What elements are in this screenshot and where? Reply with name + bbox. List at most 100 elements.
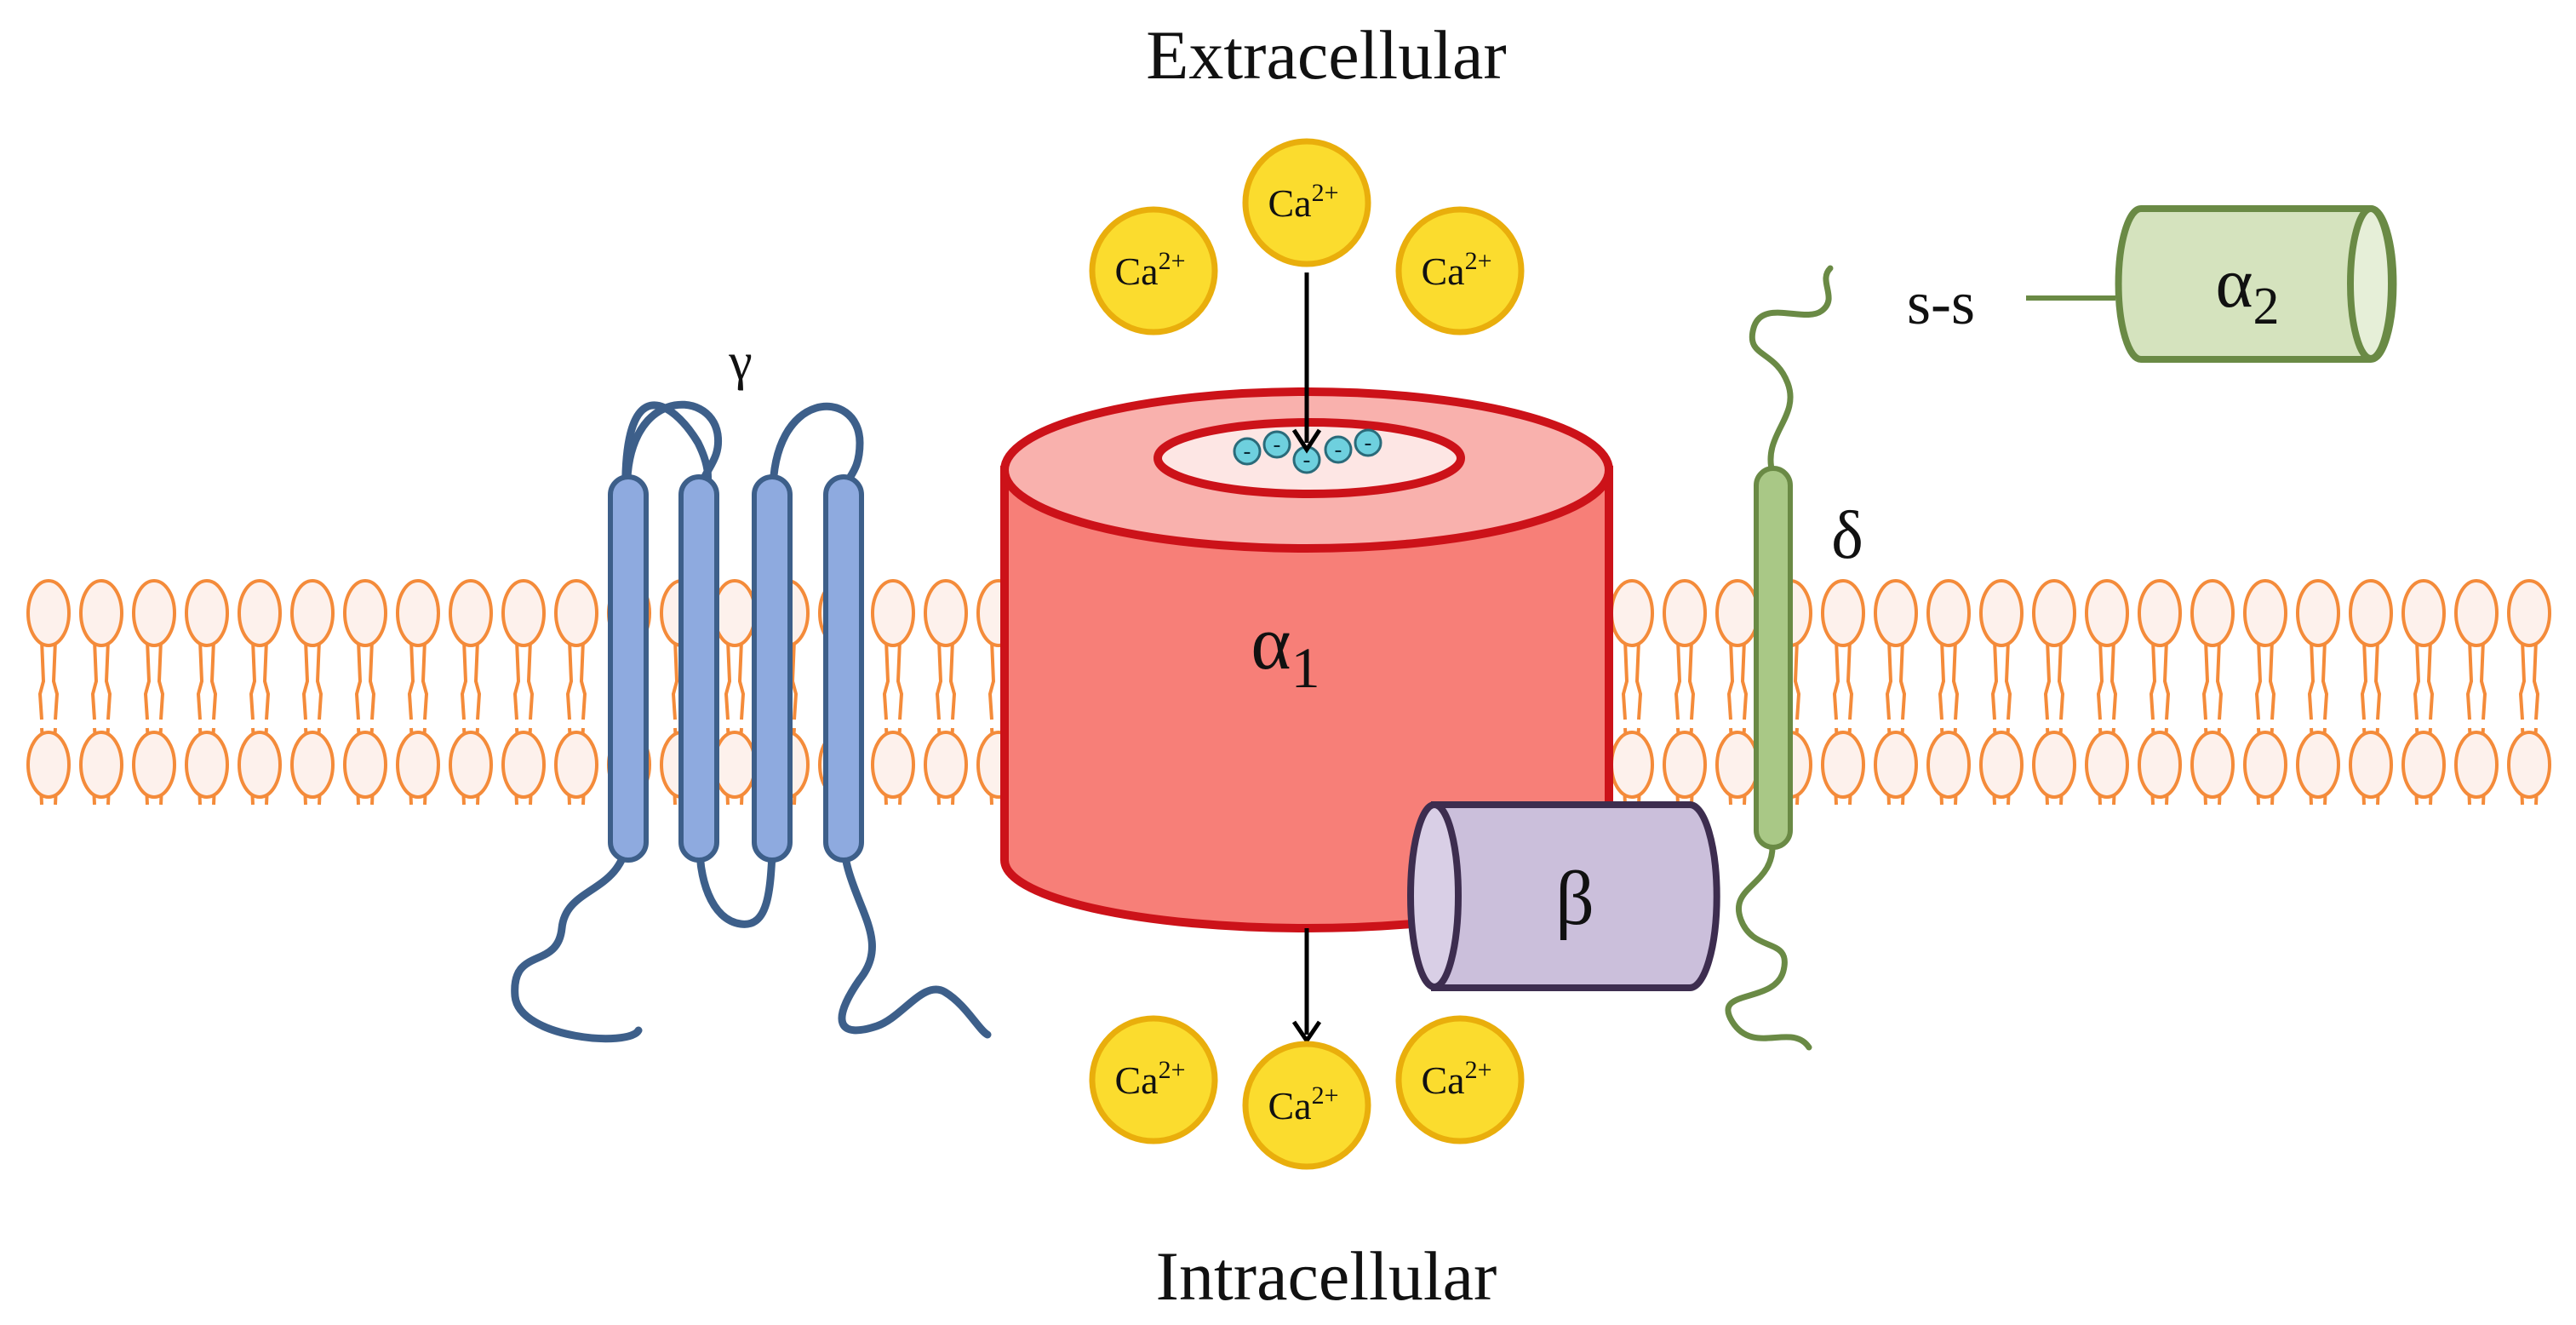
- lipid-molecule: [238, 579, 282, 806]
- lipid-head-inner: [2032, 731, 2076, 799]
- lipid-head-inner: [1821, 731, 1865, 799]
- calcium-ion-label: Ca2+: [1268, 179, 1338, 225]
- lipid-head-outer: [713, 579, 757, 647]
- delta-tails: [1725, 265, 1834, 1051]
- beta-end: [1407, 801, 1462, 990]
- calcium-ion: Ca2+: [1089, 1015, 1218, 1144]
- lipid-head-outer: [1821, 579, 1865, 647]
- lipid-molecule: [2138, 579, 2182, 806]
- lipid-molecule: [2085, 579, 2129, 806]
- gamma-subunit: γ: [511, 333, 992, 1043]
- lipid-molecule: [132, 579, 176, 806]
- lipid-head-inner: [1610, 731, 1654, 799]
- lipid-head-inner: [343, 731, 387, 799]
- gamma-helix-1: [608, 474, 649, 863]
- negative-charge-sign: -: [1364, 431, 1371, 456]
- lipid-head-inner: [26, 731, 71, 799]
- lipid-head-inner: [449, 731, 493, 799]
- lipid-head-inner: [2085, 731, 2129, 799]
- disulfide-label: s-s: [1907, 269, 1975, 337]
- lipid-molecule: [2243, 579, 2287, 806]
- lipid-head-inner: [1715, 731, 1760, 799]
- lipid-molecule: [1715, 579, 1760, 806]
- arrow-into-pore-head: [1291, 428, 1322, 454]
- negative-charge-sign: -: [1273, 433, 1280, 458]
- lipid-head-outer: [924, 579, 968, 647]
- lipid-molecule: [2349, 579, 2393, 806]
- lipid-head-inner: [924, 731, 968, 799]
- calcium-ion-label: Ca2+: [1421, 247, 1491, 293]
- lipid-molecule: [343, 579, 387, 806]
- lipid-head-inner: [871, 731, 915, 799]
- negative-charge-sign: -: [1243, 439, 1251, 465]
- lipid-head-inner: [185, 731, 229, 799]
- calcium-ion: Ca2+: [1242, 138, 1371, 267]
- lipid-molecule: [79, 579, 123, 806]
- lipid-head-inner: [2507, 731, 2551, 799]
- lipid-molecule: [2401, 579, 2446, 806]
- gamma-helix-2: [678, 474, 719, 863]
- lipid-head-inner: [238, 731, 282, 799]
- lipid-molecule: [2296, 579, 2340, 806]
- beta-label: β: [1555, 857, 1594, 941]
- lipid-head-inner: [2401, 731, 2446, 799]
- lipid-head-outer: [26, 579, 71, 647]
- delta-subunit: δ: [1725, 265, 1863, 1051]
- lipid-head-outer: [238, 579, 282, 647]
- alpha1-label: α1: [1251, 601, 1319, 700]
- ion-flow-arrows: [1291, 272, 1322, 1045]
- lipid-head-outer: [2190, 579, 2235, 647]
- lipid-molecule: [1821, 579, 1865, 806]
- gamma-helix-4: [823, 474, 864, 863]
- lipid-molecule: [871, 579, 915, 806]
- lipid-head-inner: [713, 731, 757, 799]
- calcium-ion-label: Ca2+: [1114, 1056, 1185, 1102]
- calcium-ion: Ca2+: [1242, 1041, 1371, 1170]
- lipid-head-outer: [2507, 579, 2551, 647]
- lipid-head-outer: [396, 579, 440, 647]
- calcium-ion: Ca2+: [1395, 206, 1525, 336]
- calcium-ions: Ca2+ Ca2+ Ca2+ Ca2+ Ca2+ Ca2+: [1089, 138, 1525, 1170]
- gamma-helices: [608, 474, 864, 863]
- arrow-out-pore-head: [1291, 1020, 1322, 1045]
- negative-charge-sign: -: [1334, 438, 1342, 463]
- lipid-head-outer: [2085, 579, 2129, 647]
- lipid-head-outer: [1926, 579, 1971, 647]
- lipid-head-outer: [185, 579, 229, 647]
- lipid-molecule: [1926, 579, 1971, 806]
- lipid-head-outer: [2454, 579, 2499, 647]
- lipid-head-outer: [1874, 579, 1918, 647]
- negative-charge: -: [1354, 428, 1382, 457]
- calcium-ion-label: Ca2+: [1268, 1081, 1338, 1127]
- lipid-head-inner: [290, 731, 335, 799]
- lipid-head-inner: [2138, 731, 2182, 799]
- lipid-molecule: [396, 579, 440, 806]
- lipid-head-outer: [2296, 579, 2340, 647]
- lipid-molecule: [713, 579, 757, 806]
- lipid-molecule: [2454, 579, 2499, 806]
- lipid-head-inner: [2296, 731, 2340, 799]
- lipid-head-inner: [1926, 731, 1971, 799]
- gamma-label: γ: [728, 333, 752, 391]
- calcium-ion: Ca2+: [1395, 1015, 1525, 1144]
- lipid-molecule: [501, 579, 546, 806]
- lipid-head-outer: [2349, 579, 2393, 647]
- lipid-head-inner: [1663, 731, 1707, 799]
- lipid-head-outer: [2032, 579, 2076, 647]
- lipid-head-inner: [132, 731, 176, 799]
- lipid-head-inner: [501, 731, 546, 799]
- negative-charge-sign: -: [1302, 448, 1310, 473]
- lipid-head-outer: [449, 579, 493, 647]
- calcium-ion-label: Ca2+: [1114, 247, 1185, 293]
- lipid-head-outer: [2138, 579, 2182, 647]
- negative-charge: -: [1233, 437, 1262, 466]
- lipid-head-outer: [2401, 579, 2446, 647]
- lipid-head-inner: [2243, 731, 2287, 799]
- lipid-head-outer: [501, 579, 546, 647]
- lipid-molecule: [26, 579, 71, 806]
- lipid-head-outer: [554, 579, 598, 647]
- delta-label: δ: [1831, 498, 1863, 573]
- lipid-molecule: [185, 579, 229, 806]
